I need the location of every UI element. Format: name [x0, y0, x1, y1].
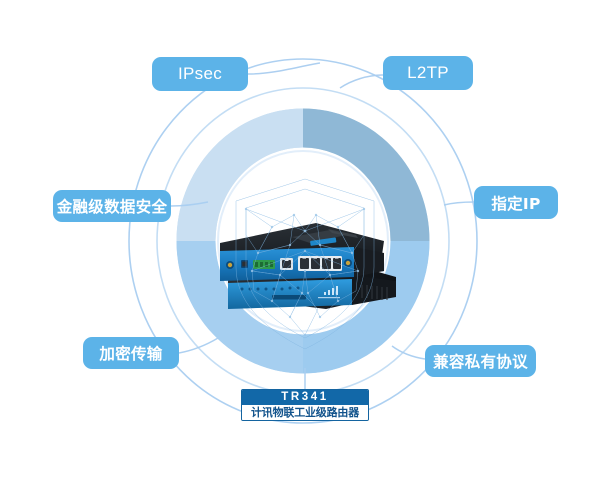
lan-port-group — [298, 256, 342, 271]
terminal-block — [253, 260, 275, 269]
product-description: 计讯物联工业级路由器 — [242, 405, 368, 420]
console-port — [280, 258, 293, 270]
product-nameplate: TR341 计讯物联工业级路由器 — [241, 389, 369, 421]
badge-connectors — [170, 62, 475, 389]
ring-thick-band — [176, 108, 430, 374]
feature-badge-ipsec[interactable]: IPsec — [152, 57, 248, 91]
feature-badge-financial-security[interactable]: 金融级数据安全 — [53, 190, 171, 222]
feature-badge-label: IPsec — [177, 64, 223, 83]
feature-badge-label: 兼容私有协议 — [433, 353, 528, 371]
feature-badge-label: L2TP — [407, 63, 449, 82]
ring-outer-thin — [128, 58, 478, 424]
feature-badge-static-ip[interactable]: 指定IP — [474, 186, 558, 219]
feature-badge-private-protocol[interactable]: 兼容私有协议 — [425, 345, 536, 377]
feature-badge-label: 指定IP — [491, 194, 541, 213]
feature-badge-label: 金融级数据安全 — [56, 198, 168, 216]
feature-badge-encrypted-transmission[interactable]: 加密传输 — [83, 337, 179, 369]
industrial-router-image — [220, 223, 396, 309]
router-upper-unit — [220, 223, 384, 281]
antenna-connector — [226, 261, 234, 269]
antenna-connector-right — [344, 259, 352, 267]
feature-badge-label: 加密传输 — [99, 345, 163, 363]
feature-badge-l2tp[interactable]: L2TP — [383, 56, 473, 90]
product-model: TR341 — [242, 390, 368, 405]
